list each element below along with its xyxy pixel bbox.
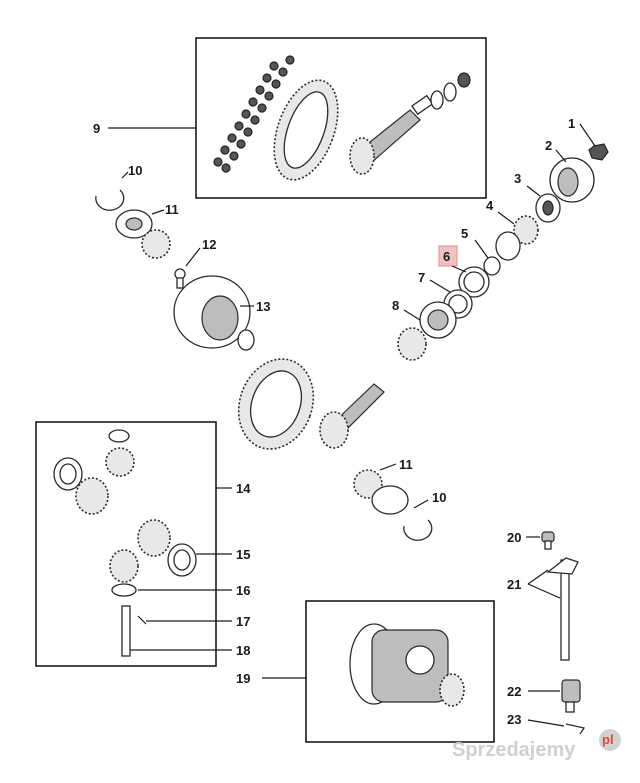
watermark-badge: pl xyxy=(602,732,614,747)
callout-9: 9 xyxy=(93,121,100,136)
callout-3: 3 xyxy=(514,171,521,186)
callout-19: 19 xyxy=(236,671,250,686)
bolt-set-illustration xyxy=(213,55,295,173)
locker-assembly-illustration-19 xyxy=(349,623,465,707)
shim-illustration-6 xyxy=(458,266,490,298)
nut-illustration-1 xyxy=(588,143,609,161)
callout-15: 15 xyxy=(236,547,250,562)
ring-gear-illustration-center xyxy=(237,358,315,450)
shift-fork-illustration-21 xyxy=(546,557,579,661)
callout-17: 17 xyxy=(236,614,250,629)
callout-6: 6 xyxy=(443,249,450,264)
callout-2: 2 xyxy=(545,138,552,153)
seal-illustration-3 xyxy=(535,193,561,223)
callout-10-lower: 10 xyxy=(432,490,446,505)
group-frame-9 xyxy=(195,37,487,199)
bearing-illustration-11b xyxy=(353,469,409,515)
callout-6-highlight xyxy=(438,245,458,267)
callout-11-lower: 11 xyxy=(399,457,413,472)
bolt-illustration-12 xyxy=(174,268,186,289)
callout-12: 12 xyxy=(202,237,216,252)
callout-4: 4 xyxy=(486,198,494,213)
vent-illustration-20 xyxy=(541,531,555,550)
callout-10-upper: 10 xyxy=(128,163,142,178)
bearing-illustration-4 xyxy=(495,215,539,261)
spider-gear-set-illustration xyxy=(53,429,197,657)
snap-ring-illustration-10a xyxy=(95,189,125,211)
callout-8: 8 xyxy=(392,298,399,313)
callout-20: 20 xyxy=(507,530,521,545)
callout-14: 14 xyxy=(236,481,251,496)
callout-5: 5 xyxy=(461,226,468,241)
callout-11-upper: 11 xyxy=(165,202,179,217)
yoke-flange-illustration-2 xyxy=(549,157,595,203)
group-frame-19 xyxy=(305,600,495,743)
ring-gear-illustration-top xyxy=(273,79,339,181)
collapsible-spacer-illustration-5 xyxy=(483,256,501,276)
differential-case-illustration-13 xyxy=(173,275,255,351)
callout-23: 23 xyxy=(507,712,521,727)
actuator-illustration-22 xyxy=(561,679,581,713)
callout-1: 1 xyxy=(568,116,575,131)
callout-22: 22 xyxy=(507,684,521,699)
bearing-cup-illustration-8 xyxy=(397,301,457,361)
callout-13: 13 xyxy=(256,299,270,314)
callout-7: 7 xyxy=(418,270,425,285)
watermark-text: Sprzedajemy xyxy=(452,739,576,761)
snap-ring-illustration-10b xyxy=(403,519,433,541)
callout-16: 16 xyxy=(236,583,250,598)
bearing-illustration-11a xyxy=(115,209,171,259)
group-frame-14 xyxy=(35,421,217,667)
callout-18: 18 xyxy=(236,643,250,658)
watermark-badge-icon xyxy=(599,729,621,751)
watermark: Sprzedajemy pl xyxy=(452,729,621,761)
callout-21: 21 xyxy=(507,577,521,592)
clip-illustration-23 xyxy=(565,723,586,735)
pinion-illustration-center xyxy=(319,383,385,449)
pinion-illustration-top xyxy=(349,72,471,175)
